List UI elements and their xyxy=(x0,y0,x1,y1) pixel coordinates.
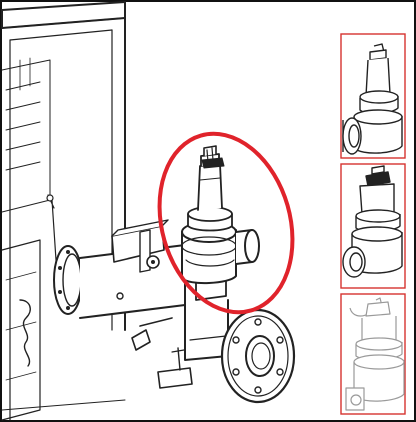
right-flange-icon xyxy=(220,308,296,404)
thumbnail-1 xyxy=(340,33,406,159)
thumbnail-3 xyxy=(340,293,406,415)
valve-variant-3-icon xyxy=(345,297,405,411)
boiler-housing-icon xyxy=(1,1,126,421)
flange-icon xyxy=(53,245,83,315)
valve-variant-1-icon xyxy=(342,43,403,155)
thumbnail-2 xyxy=(340,163,406,289)
valve-variant-2-icon xyxy=(342,165,403,278)
safety-valve-icon xyxy=(181,145,260,301)
highlight-ellipse xyxy=(157,131,295,315)
main-illustration xyxy=(1,1,296,421)
